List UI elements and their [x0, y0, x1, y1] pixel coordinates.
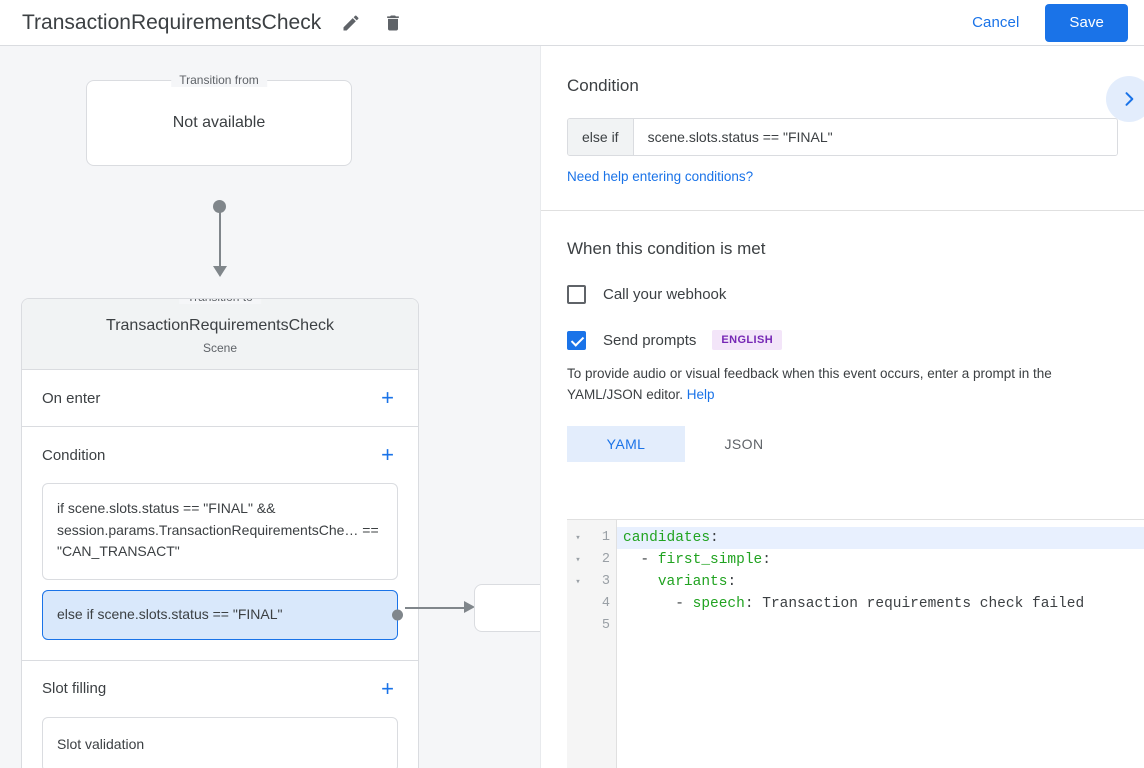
connector-line-vertical — [219, 206, 221, 272]
fold-toggle — [567, 593, 589, 615]
line-number: 2 — [601, 552, 610, 567]
fold-toggle[interactable]: ▾ — [575, 577, 581, 587]
condition-item[interactable]: if scene.slots.status == "FINAL" && sess… — [42, 483, 398, 581]
section-slot-filling: Slot filling + Slot validation Transacti… — [22, 661, 418, 768]
code-line: candidates: — [617, 527, 1144, 549]
section-header-condition: Condition + — [42, 427, 398, 483]
add-condition-button[interactable]: + — [381, 442, 394, 467]
section-label-slot-filling: Slot filling — [42, 680, 107, 698]
body: Transition from Not available Transition… — [0, 46, 1144, 768]
send-prompts-description: To provide audio or visual feedback when… — [567, 364, 1118, 406]
section-label-on-enter: On enter — [42, 389, 101, 407]
description-text: To provide audio or visual feedback when… — [567, 366, 1052, 402]
when-met-heading: When this condition is met — [567, 239, 766, 258]
connector-line-horizontal — [405, 607, 467, 609]
section-divider — [541, 210, 1144, 211]
fold-toggle[interactable]: ▾ — [575, 533, 581, 543]
app-header: TransactionRequirementsCheck Cancel Save — [0, 0, 1144, 46]
condition-input[interactable] — [633, 119, 1117, 155]
expand-panel-button[interactable] — [1106, 76, 1144, 122]
line-number: 4 — [601, 596, 610, 611]
tab-yaml[interactable]: YAML — [567, 425, 685, 462]
tab-json[interactable]: JSON — [724, 435, 764, 452]
target-node[interactable] — [474, 584, 540, 632]
send-prompts-label: Send prompts — [603, 331, 697, 349]
send-prompts-checkbox[interactable] — [567, 330, 586, 350]
add-slot-filling-button[interactable]: + — [381, 675, 394, 701]
webhook-checkbox[interactable] — [567, 285, 586, 304]
code-line — [617, 615, 1144, 637]
section-on-enter: On enter + — [22, 370, 418, 427]
when-condition-met-section: When this condition is met Call your web… — [541, 211, 1144, 462]
condition-item-selected[interactable]: else if scene.slots.status == "FINAL" — [42, 590, 403, 640]
help-link[interactable]: Help — [686, 386, 715, 402]
send-prompts-row[interactable]: Send prompts ENGLISH — [567, 330, 1118, 350]
flow-canvas[interactable]: Transition from Not available Transition… — [0, 46, 540, 768]
transition-from-node[interactable]: Transition from Not available — [86, 73, 352, 166]
pencil-icon[interactable] — [337, 9, 365, 37]
code-line: - speech: Transaction requirements check… — [675, 596, 1085, 612]
line-number: 5 — [601, 618, 610, 633]
condition-help-link[interactable]: Need help entering conditions? — [567, 169, 754, 184]
section-label-condition: Condition — [42, 446, 106, 464]
code-line: variants: — [657, 574, 737, 590]
connector-arrow-down — [213, 266, 227, 277]
webhook-row[interactable]: Call your webhook — [567, 285, 1118, 304]
editor-code-area[interactable]: candidates: - first_simple: variants: - … — [617, 520, 1144, 768]
fold-toggle — [567, 615, 589, 637]
condition-item-selected-label: else if scene.slots.status == "FINAL" — [57, 606, 283, 623]
add-on-enter-button[interactable]: + — [381, 385, 394, 410]
scene-card[interactable]: Transition to TransactionRequirementsChe… — [21, 298, 419, 768]
condition-prefix: else if — [568, 119, 634, 155]
save-button[interactable]: Save — [1045, 3, 1128, 42]
webhook-label: Call your webhook — [603, 286, 727, 303]
editor-line-numbers: 1 2 3 4 5 — [589, 520, 617, 768]
page-title: TransactionRequirementsCheck — [22, 10, 322, 34]
language-badge: ENGLISH — [712, 330, 783, 350]
trash-icon[interactable] — [379, 9, 407, 37]
section-condition: Condition + if scene.slots.status == "FI… — [22, 427, 418, 661]
line-number: 3 — [601, 574, 610, 589]
slot-filling-item[interactable]: Slot validation — [42, 716, 398, 768]
condition-input-row[interactable]: else if — [567, 118, 1118, 156]
scene-card-header: Transition to TransactionRequirementsChe… — [22, 299, 418, 370]
connector-arrow-right — [464, 601, 475, 613]
editor-fold-column: ▾ ▾ ▾ — [567, 520, 589, 768]
panel-divider — [540, 46, 541, 768]
code-line: - first_simple: — [640, 552, 771, 568]
fold-toggle[interactable]: ▾ — [575, 555, 581, 565]
scene-subtitle: Scene — [202, 341, 238, 355]
condition-section: Condition else if Need help entering con… — [541, 46, 1144, 210]
section-header-on-enter: On enter + — [42, 370, 398, 426]
transition-from-legend: Transition from — [171, 73, 267, 87]
section-header-slot-filling: Slot filling + — [42, 661, 398, 717]
editor-format-tabs: YAML JSON — [567, 425, 1118, 462]
line-number: 1 — [601, 530, 610, 545]
cancel-button[interactable]: Cancel — [962, 6, 1029, 39]
transition-to-legend: Transition to — [179, 299, 261, 304]
transition-from-value: Not available — [172, 114, 266, 131]
condition-connector-dot — [392, 609, 403, 621]
scene-title: TransactionRequirementsCheck — [106, 317, 334, 334]
yaml-editor[interactable]: ▾ ▾ ▾ 1 2 3 4 5 candidates: - first_simp… — [567, 519, 1144, 768]
condition-heading: Condition — [567, 76, 639, 95]
